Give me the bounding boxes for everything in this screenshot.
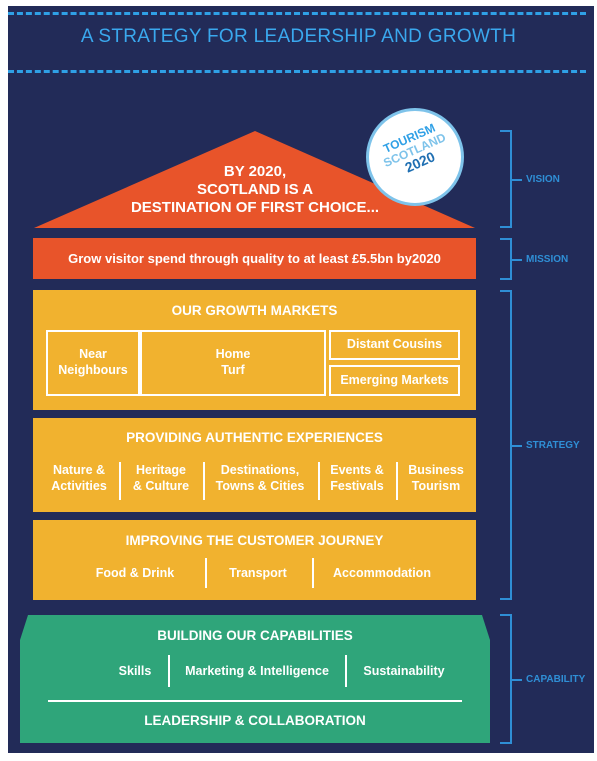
experience-nature-activities: Nature & Activities xyxy=(51,463,107,494)
experience-separator xyxy=(119,462,121,500)
side-label-vision: VISION xyxy=(526,174,560,185)
capabilities-divider xyxy=(48,700,462,702)
capabilities-heading: BUILDING OUR CAPABILITIES xyxy=(157,628,353,643)
vision-bracket xyxy=(500,130,512,228)
market-home-turf: Home Turf xyxy=(140,330,326,396)
capability-bracket xyxy=(500,614,512,744)
strategy-bracket xyxy=(500,290,512,600)
journey-food-drink: Food & Drink xyxy=(95,566,175,580)
side-label-capability: CAPABILITY xyxy=(526,674,586,685)
customer-journey-block: IMPROVING THE CUSTOMER JOURNEY xyxy=(33,520,476,600)
journey-separator xyxy=(205,558,207,588)
vision-statement: BY 2020, SCOTLAND IS A DESTINATION OF FI… xyxy=(90,160,420,220)
vision-line-3: DESTINATION OF FIRST CHOICE... xyxy=(130,199,380,216)
vision-line-2: SCOTLAND IS A xyxy=(196,181,314,198)
capabilities-footer: LEADERSHIP & COLLABORATION xyxy=(144,713,366,728)
journey-transport: Transport xyxy=(229,566,287,580)
capability-bracket-tick xyxy=(512,679,522,681)
vision-year: 2020, xyxy=(248,163,287,180)
mission-bracket-tick xyxy=(512,259,522,261)
mission-bar: Grow visitor spend through quality to at… xyxy=(33,238,476,279)
market-emerging-markets: Emerging Markets xyxy=(329,365,460,396)
vision-bracket-tick xyxy=(512,179,522,181)
capability-separator xyxy=(168,655,170,687)
growth-markets-heading: OUR GROWTH MARKETS xyxy=(171,303,338,318)
experience-separator xyxy=(318,462,320,500)
capability-separator xyxy=(345,655,347,687)
authentic-experiences-heading: PROVIDING AUTHENTIC EXPERIENCES xyxy=(126,430,383,445)
side-label-mission: MISSION xyxy=(526,254,569,265)
mission-year: 2020 xyxy=(411,251,441,266)
page-title: A STRATEGY FOR LEADERSHIP AND GROWTH xyxy=(80,26,517,47)
tourism-scotland-badge: TOURISM SCOTLAND 2020 xyxy=(366,108,464,206)
mission-bracket xyxy=(500,238,512,280)
market-distant-cousins: Distant Cousins xyxy=(329,330,460,360)
market-near-neighbours: Near Neighbours xyxy=(46,330,140,396)
capability-marketing-intelligence: Marketing & Intelligence xyxy=(185,664,329,678)
experience-business-tourism: Business Tourism xyxy=(408,463,464,494)
experience-destinations: Destinations, Towns & Cities xyxy=(215,463,305,494)
capability-sustainability: Sustainability xyxy=(363,664,445,678)
growth-markets-block: OUR GROWTH MARKETS xyxy=(33,290,476,410)
authentic-experiences-block: PROVIDING AUTHENTIC EXPERIENCES xyxy=(33,418,476,512)
journey-separator xyxy=(312,558,314,588)
top-dashed-divider xyxy=(8,12,586,15)
experience-separator xyxy=(203,462,205,500)
experience-events-festivals: Events & Festivals xyxy=(330,463,384,494)
customer-journey-heading: IMPROVING THE CUSTOMER JOURNEY xyxy=(125,533,384,548)
journey-accommodation: Accommodation xyxy=(333,566,431,580)
strategy-bracket-tick xyxy=(512,445,522,447)
title-dashed-divider xyxy=(8,70,586,73)
capability-skills: Skills xyxy=(118,664,152,678)
mission-text: Grow visitor spend through quality to at… xyxy=(68,251,412,266)
experience-separator xyxy=(396,462,398,500)
vision-prefix: BY xyxy=(223,163,249,180)
experience-heritage-culture: Heritage & Culture xyxy=(132,463,190,494)
side-label-strategy: STRATEGY xyxy=(526,440,580,451)
